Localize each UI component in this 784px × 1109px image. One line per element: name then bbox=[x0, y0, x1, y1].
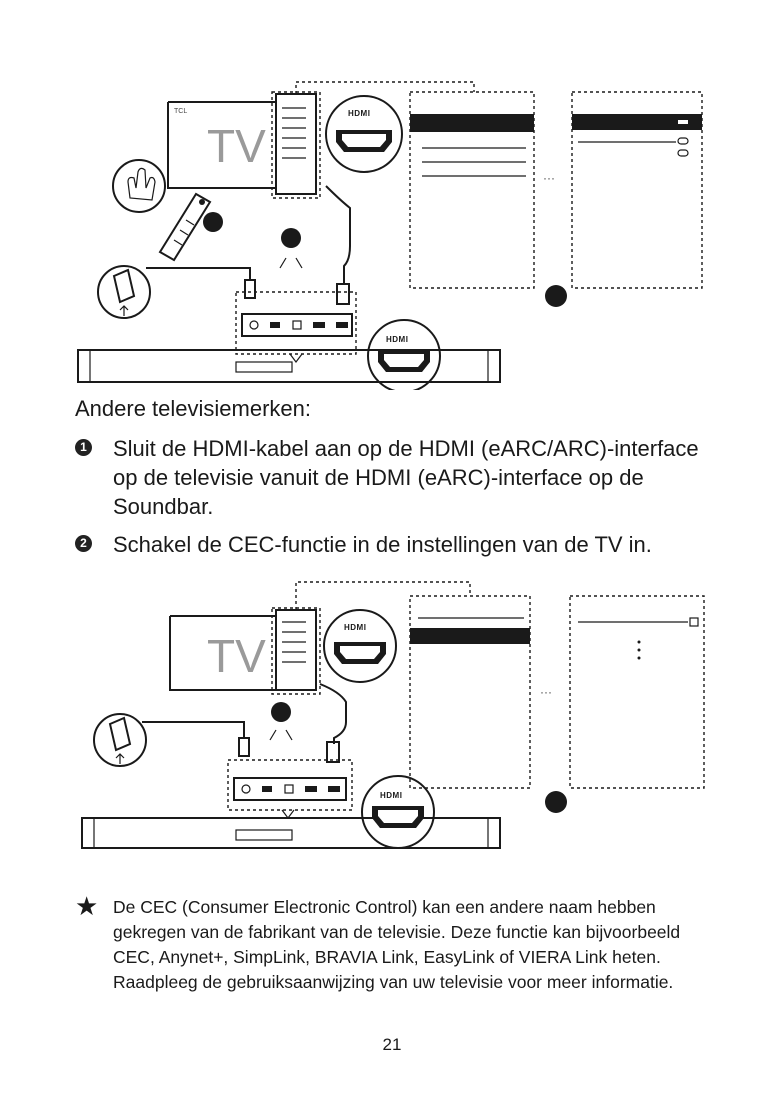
hdmi-plug bbox=[336, 283, 350, 305]
power-cable bbox=[142, 721, 245, 738]
soundbar-port-panel bbox=[227, 759, 353, 819]
remote-control-icon bbox=[158, 192, 212, 262]
tv-label: TV bbox=[207, 630, 266, 682]
power-cable bbox=[146, 267, 251, 280]
tv-illustration: TCL TV bbox=[167, 101, 276, 189]
step-marker-dot bbox=[271, 702, 291, 722]
hdmi-logo-text: HDMI bbox=[348, 109, 370, 118]
tv-menu-screen bbox=[409, 91, 535, 289]
step-number: 1 bbox=[75, 439, 92, 456]
hdmi-cable bbox=[325, 185, 351, 284]
soundbar-illustration bbox=[81, 817, 501, 849]
tv-menu-screen bbox=[409, 595, 531, 789]
hdmi-port-callout-tv: HDMI bbox=[325, 95, 403, 173]
hdmi-cable bbox=[319, 683, 347, 744]
dotted-link bbox=[295, 581, 471, 610]
step-1: 1 Sluit de HDMI-kabel aan op de HDMI (eA… bbox=[75, 434, 725, 521]
section-heading: Andere televisiemerken: bbox=[75, 396, 312, 421]
soundbar-illustration bbox=[77, 349, 501, 383]
power-socket-icon bbox=[97, 265, 151, 319]
hdmi-port-callout-soundbar: HDMI bbox=[367, 319, 441, 390]
tv-illustration: TV bbox=[169, 615, 276, 691]
step-number: 2 bbox=[75, 535, 92, 552]
power-plug bbox=[238, 737, 250, 757]
step-marker-dot bbox=[545, 791, 567, 813]
dotted-link bbox=[295, 81, 475, 94]
hdmi-port-callout-tv: HDMI bbox=[323, 609, 397, 683]
step-2: 2 Schakel de CEC-functie in de instellin… bbox=[75, 530, 725, 559]
tv-brand-label: TCL bbox=[174, 108, 187, 115]
ellipsis: ··· bbox=[543, 171, 555, 185]
hdmi-logo-text: HDMI bbox=[344, 623, 366, 632]
hdmi-plug bbox=[326, 741, 340, 763]
ellipsis: ··· bbox=[540, 685, 552, 699]
step-marker-dot bbox=[203, 212, 223, 232]
tv-back-panel bbox=[271, 607, 321, 695]
hdmi-logo-text: HDMI bbox=[386, 335, 408, 344]
tv-back-panel bbox=[271, 91, 321, 199]
step-text: Schakel de CEC-functie in de instellinge… bbox=[113, 532, 652, 557]
note: ★ De CEC (Consumer Electronic Control) k… bbox=[75, 891, 725, 995]
diagram-bottom-svg: TV HDMI bbox=[81, 581, 705, 849]
signal-arrows bbox=[269, 729, 293, 741]
hdmi-port-callout-soundbar: HDMI bbox=[361, 775, 435, 849]
note-text: De CEC (Consumer Electronic Control) kan… bbox=[113, 897, 681, 992]
diagram-tcl-connection: TCL TV HDMI bbox=[0, 70, 784, 390]
cec-settings-screen bbox=[569, 595, 705, 789]
note-star-icon: ★ bbox=[75, 891, 99, 921]
soundbar-port-panel bbox=[235, 291, 357, 363]
tv-label: TV bbox=[207, 120, 266, 172]
page-number: 21 bbox=[382, 1035, 402, 1054]
step-marker-dot bbox=[281, 228, 301, 248]
power-socket-icon bbox=[93, 713, 147, 767]
power-plug bbox=[244, 279, 256, 299]
cec-settings-screen bbox=[571, 91, 703, 289]
diagram-other-brands-connection: TV HDMI bbox=[0, 572, 784, 862]
hdmi-logo-text: HDMI bbox=[380, 791, 402, 800]
hand-press-icon bbox=[112, 159, 166, 213]
signal-arrows bbox=[279, 257, 303, 269]
diagram-top-svg: TCL TV HDMI bbox=[77, 81, 703, 390]
step-text: Sluit de HDMI-kabel aan op de HDMI (eARC… bbox=[113, 436, 699, 519]
step-marker-dot bbox=[545, 285, 567, 307]
